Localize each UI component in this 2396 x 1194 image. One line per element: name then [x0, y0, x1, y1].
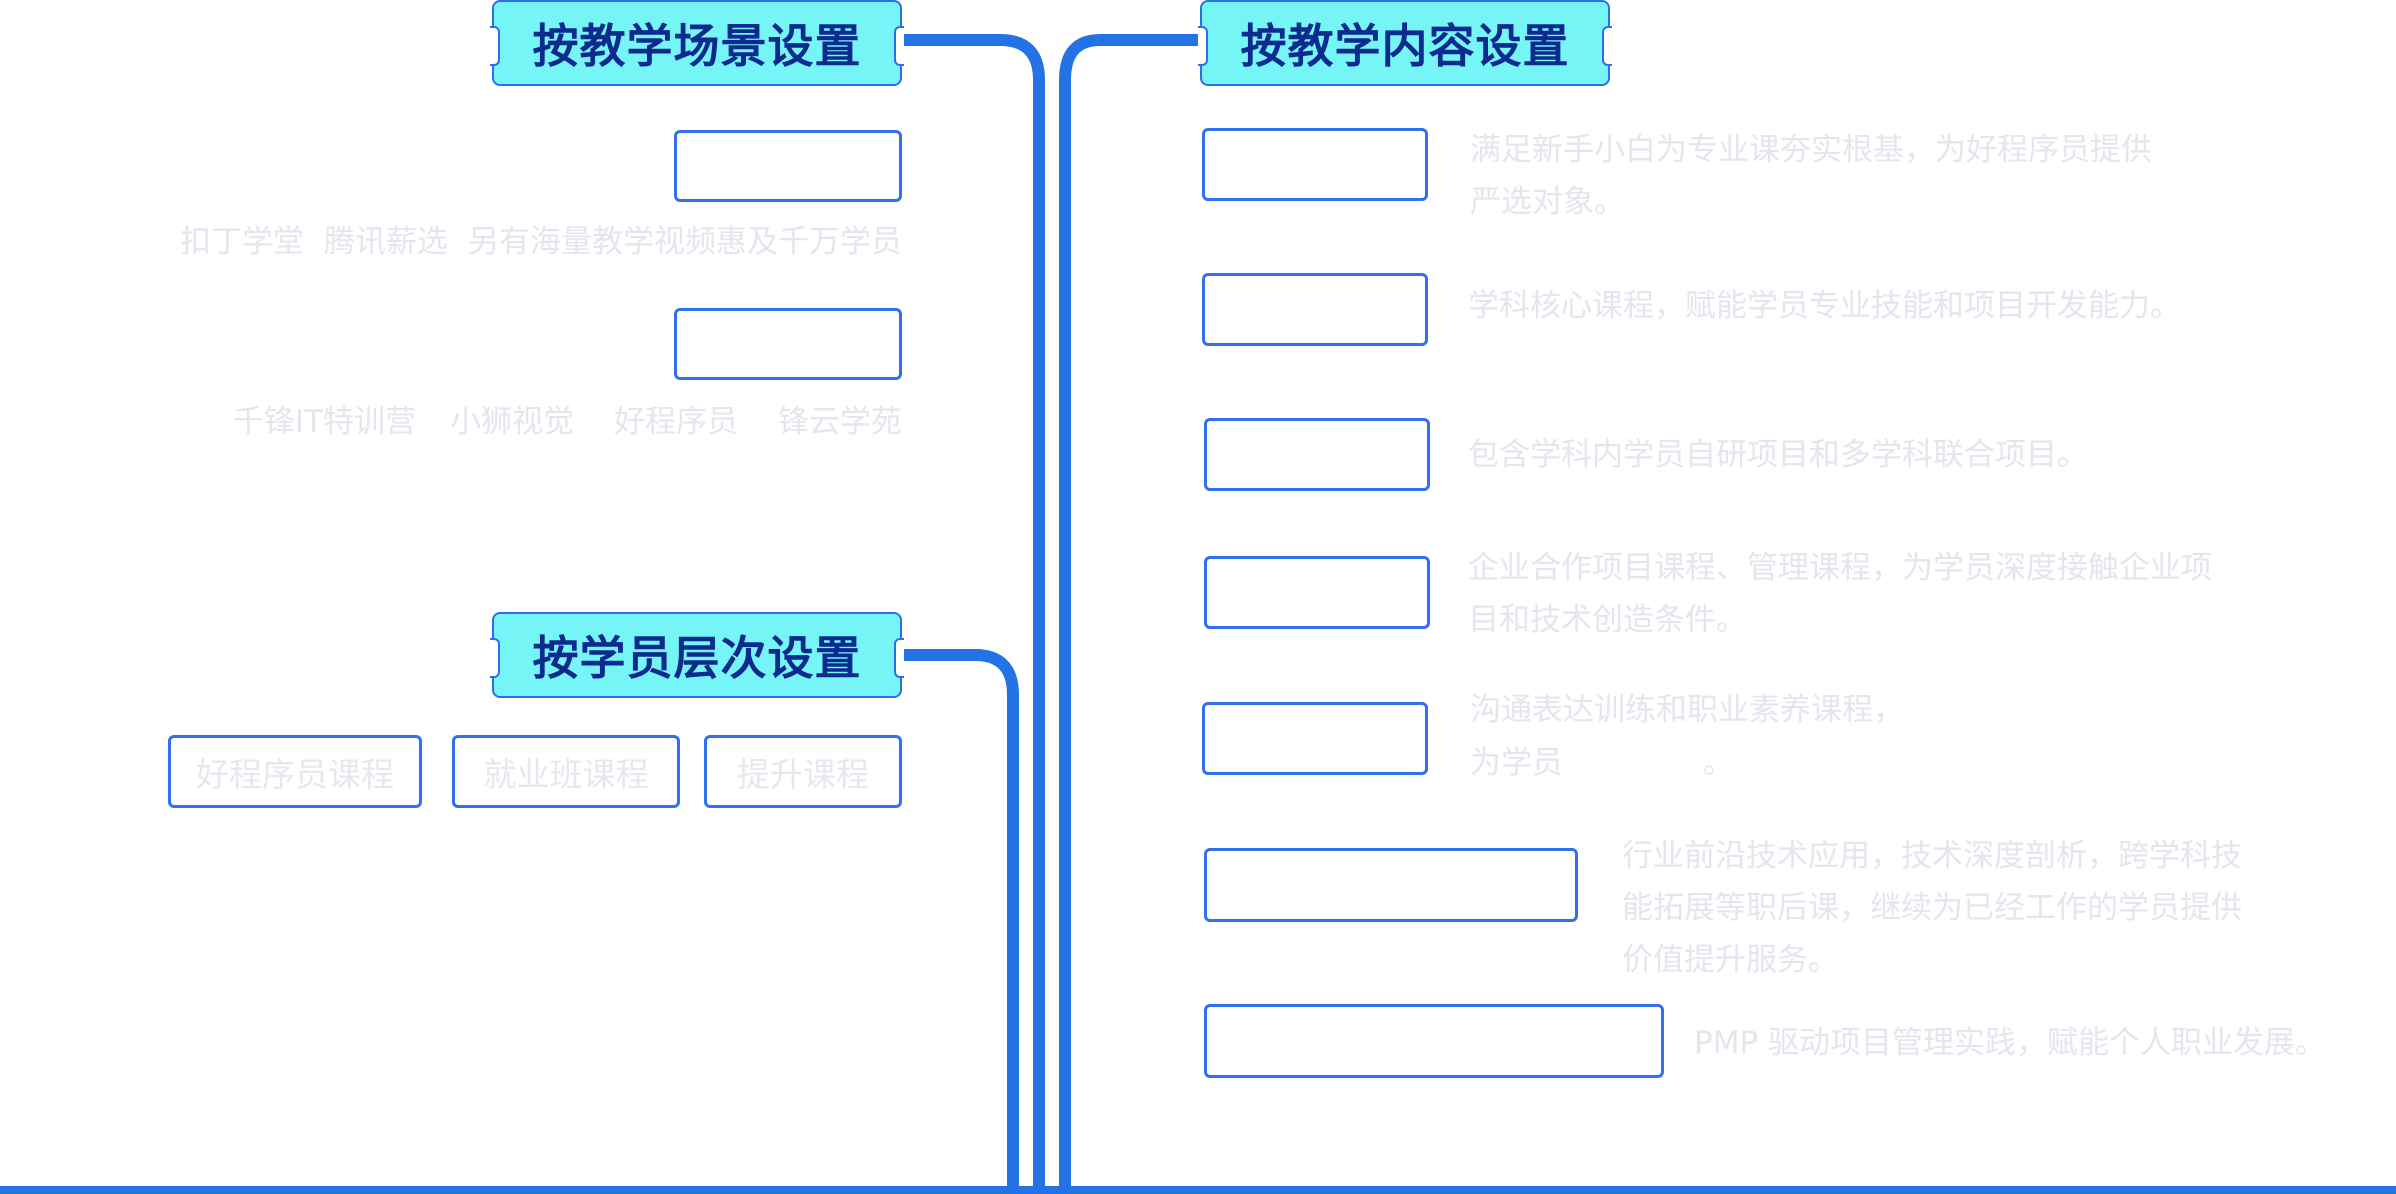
scene-platforms-row-2: 千锋IT特训营小狮视觉 好程序员 锋云学苑 [233, 396, 902, 448]
platform-label: 小狮视觉 [450, 404, 574, 440]
category-header-level: 按学员层次设置 [490, 612, 904, 698]
content-box-7 [1204, 1004, 1664, 1078]
platform-label: 锋云学苑 [778, 404, 902, 440]
course-label: 好程序员课程 [196, 754, 394, 794]
course-label: 就业班课程 [483, 754, 649, 794]
content-description-6: 行业前沿技术应用，技术深度剖析，跨学科技能拓展等职后课，继续为已经工作的学员提供… [1622, 838, 2242, 978]
platform-label: 扣丁学堂 [180, 224, 304, 260]
content-box-5 [1202, 702, 1428, 775]
category-title: 按教学内容设置 [1240, 19, 1570, 73]
course-label: 提升课程 [737, 754, 869, 794]
category-header-scene: 按教学场景设置 [490, 0, 904, 86]
connector-content [1059, 34, 1200, 1188]
content-description-5-line-2: 为学员 。 [1470, 737, 1734, 789]
baseline-bar [0, 1186, 2396, 1194]
category-header-content: 按教学内容设置 [1198, 0, 1612, 86]
content-description-5-line-1: 沟通表达训练和职业素养课程， [1470, 692, 1904, 728]
course-box-good-programmer: 好程序员课程 [168, 735, 422, 808]
description-fragment: 为学员 [1470, 745, 1563, 781]
platform-label: 好程序员 [614, 404, 738, 440]
connector-scene [903, 34, 1045, 1188]
platform-label: 腾讯薪选 [324, 224, 448, 260]
scene-empty-box-1 [674, 130, 902, 202]
category-title: 按教学场景设置 [532, 19, 862, 73]
course-box-advanced: 提升课程 [704, 735, 902, 808]
content-box-3 [1204, 418, 1430, 491]
content-box-6 [1204, 848, 1578, 922]
description-fragment: 。 [1703, 745, 1734, 781]
content-description-1: 满足新手小白为专业课夯实根基，为好程序员提供严选对象。 [1470, 132, 2152, 220]
category-title: 按学员层次设置 [532, 631, 862, 685]
course-box-employment: 就业班课程 [452, 735, 680, 808]
scene-platforms-row-1: 扣丁学堂腾讯薪选另有海量教学视频惠及千万学员 [180, 216, 902, 268]
content-description-3: 包含学科内学员自研项目和多学科联合项目。 [1468, 437, 2088, 473]
content-description-4: 企业合作项目课程、管理课程，为学员深度接触企业项目和技术创造条件。 [1468, 550, 2212, 638]
content-box-1 [1202, 128, 1428, 201]
content-box-4 [1204, 556, 1430, 629]
content-description-2: 学科核心课程，赋能学员专业技能和项目开发能力。 [1468, 288, 2181, 324]
scene-empty-box-2 [674, 308, 902, 380]
connector-level [903, 649, 1019, 1188]
platform-label: 千锋IT特训营 [232, 404, 416, 440]
content-description-7: PMP 驱动项目管理实践，赋能个人职业发展。 [1694, 1025, 2326, 1061]
content-box-2 [1202, 273, 1428, 346]
platform-label: 另有海量教学视频惠及千万学员 [468, 224, 902, 260]
